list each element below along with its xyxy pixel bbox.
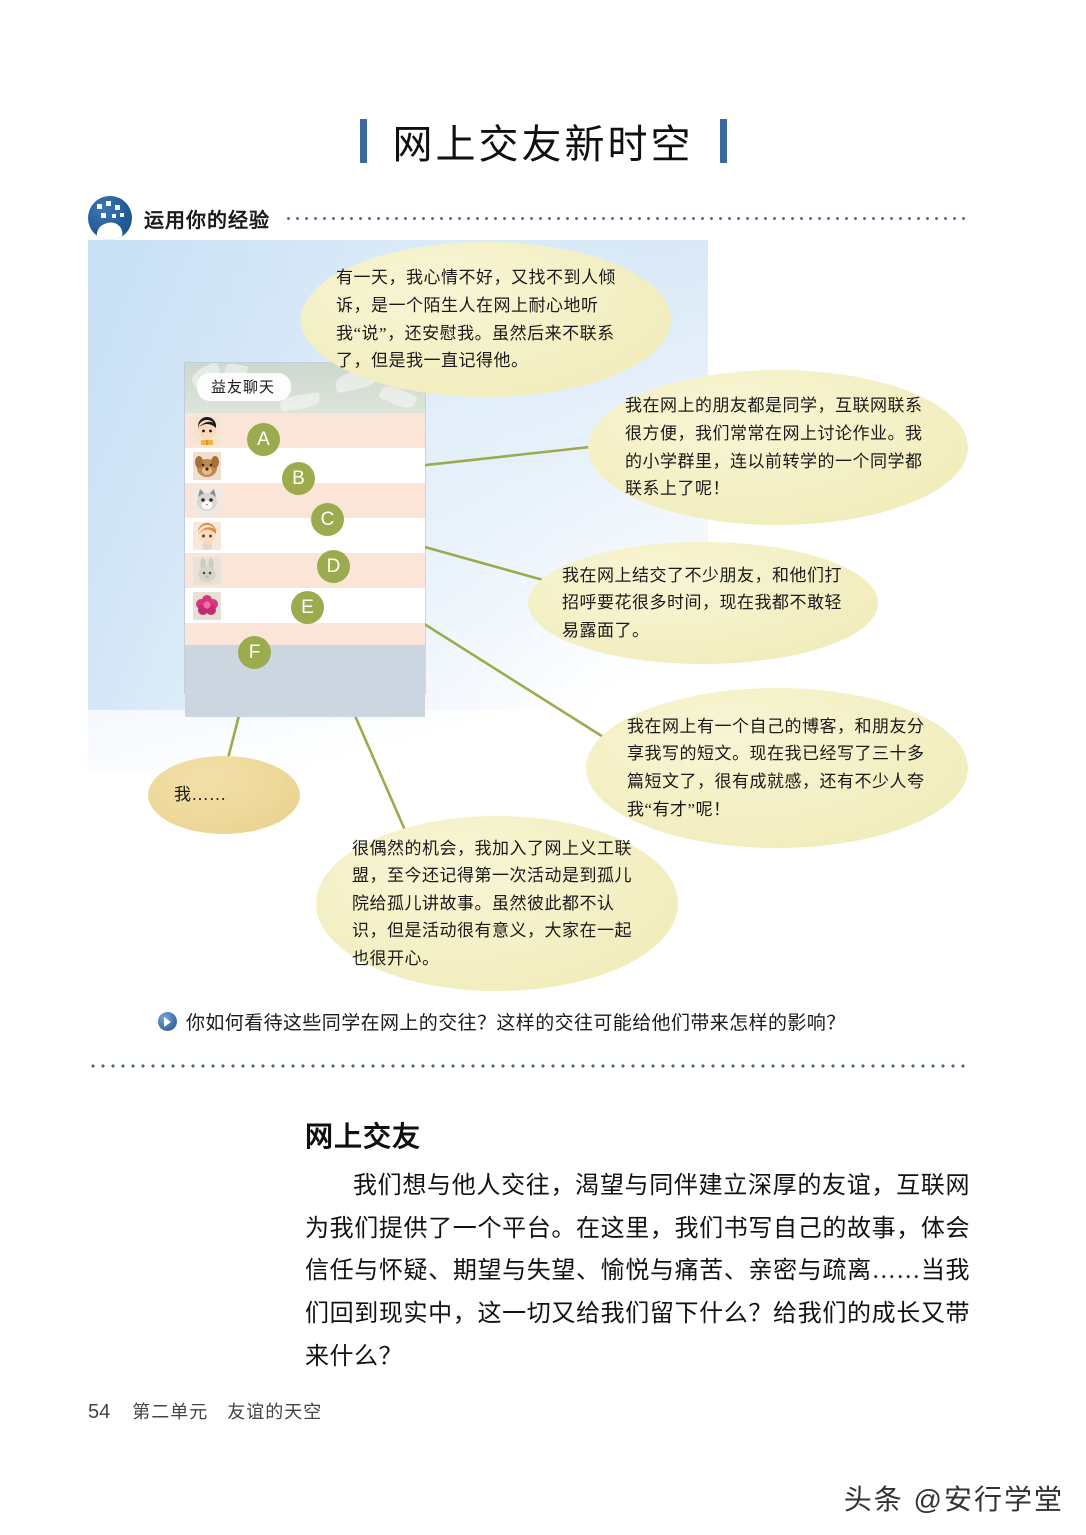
marker-label: E	[301, 596, 314, 618]
flower-avatar	[193, 591, 221, 620]
chat-window-footer	[185, 645, 425, 717]
chat-row-filler	[185, 623, 425, 645]
page-title: 网上交友新时空	[0, 112, 1086, 170]
section-paragraph: 我们想与他人交往，渴望与同伴建立深厚的友谊，互联网为我们提供了一个平台。在这里，…	[305, 1173, 970, 1370]
body-section: 网上交友 我们想与他人交往，渴望与同伴建立深厚的友谊，互联网为我们提供了一个平台…	[305, 1115, 970, 1379]
rabbit-avatar	[193, 556, 221, 585]
speech-bubble-c-text: 我在网上结交了不少朋友，和他们打招呼要花很多时间，现在我都不敢轻易露面了。	[562, 565, 842, 640]
experience-band: 运用你的经验	[88, 196, 968, 240]
marker-label: B	[292, 467, 305, 489]
cat-avatar	[193, 486, 221, 515]
speech-bubble-b: 我在网上的朋友都是同学，互联网联系很方便，我们常常在网上讨论作业。我的小学群里，…	[588, 370, 968, 525]
speech-bubble-e: 很偶然的机会，我加入了网上义工联盟，至今还记得第一次活动是到孤儿院给孤儿讲故事。…	[316, 816, 678, 991]
marker-a[interactable]: A	[247, 423, 280, 456]
marker-label: C	[320, 508, 335, 530]
speech-bubble-d-text: 我在网上有一个自己的博客，和朋友分享我写的短文。现在我已经写了三十多篇短文了，很…	[627, 716, 925, 819]
network-person-icon	[88, 196, 132, 240]
experience-label: 运用你的经验	[144, 209, 270, 232]
marker-b[interactable]: B	[282, 462, 315, 495]
marker-d[interactable]: D	[317, 550, 350, 583]
experience-dotted-rule	[284, 216, 968, 220]
marker-f[interactable]: F	[238, 636, 271, 669]
page-number: 54	[88, 1401, 111, 1423]
marker-c[interactable]: C	[311, 503, 344, 536]
speech-bubble-c: 我在网上结交了不少朋友，和他们打招呼要花很多时间，现在我都不敢轻易露面了。	[528, 542, 878, 664]
marker-label: D	[326, 555, 341, 577]
speech-bubble-e-text: 很偶然的机会，我加入了网上义工联盟，至今还记得第一次活动是到孤儿院给孤儿讲故事。…	[352, 838, 632, 968]
watermark: 头条 @安行学堂	[843, 1484, 1064, 1515]
girl-avatar	[193, 416, 221, 445]
speech-bubble-b-text: 我在网上的朋友都是同学，互联网联系很方便，我们常常在网上讨论作业。我的小学群里，…	[625, 396, 923, 499]
speech-bubble-f: 我……	[148, 756, 300, 834]
page-footer: 54 第二单元 友谊的天空	[88, 1398, 322, 1424]
speech-bubble-a: 有一天，我心情不好，又找不到人倾诉，是一个陌生人在网上耐心地听我“说”，还安慰我…	[301, 242, 671, 397]
chat-row[interactable]	[185, 518, 425, 553]
page-title-text: 网上交友新时空	[392, 122, 694, 167]
speech-bubble-f-text: 我……	[174, 785, 227, 805]
section-heading: 网上交友	[305, 1121, 422, 1152]
marker-e[interactable]: E	[291, 591, 324, 624]
speech-bubble-d: 我在网上有一个自己的博客，和朋友分享我写的短文。现在我已经写了三十多篇短文了，很…	[586, 688, 968, 848]
arrow-right-icon	[158, 1012, 177, 1031]
chat-row[interactable]	[185, 413, 425, 448]
title-bar-right	[719, 119, 727, 163]
chat-row[interactable]	[185, 553, 425, 588]
chat-window-header: 益友聊天	[185, 363, 425, 413]
section-divider	[88, 1064, 968, 1068]
discussion-question: 你如何看待这些同学在网上的交往？这样的交往可能给他们带来怎样的影响？	[158, 1008, 846, 1035]
chat-window-title: 益友聊天	[197, 373, 292, 401]
chat-window[interactable]: 益友聊天	[185, 363, 425, 717]
footer-unit-label: 第二单元 友谊的天空	[132, 1402, 323, 1422]
speech-bubble-a-text: 有一天，我心情不好，又找不到人倾诉，是一个陌生人在网上耐心地听我“说”，还安慰我…	[336, 268, 616, 371]
dog-avatar	[193, 451, 221, 480]
illustration-canvas: 益友聊天	[88, 240, 968, 991]
orange-hair-avatar	[193, 521, 221, 550]
marker-label: F	[248, 641, 261, 663]
discussion-question-text: 你如何看待这些同学在网上的交往？这样的交往可能给他们带来怎样的影响？	[186, 1013, 846, 1034]
marker-label: A	[257, 428, 270, 450]
title-bar-left	[359, 119, 367, 163]
